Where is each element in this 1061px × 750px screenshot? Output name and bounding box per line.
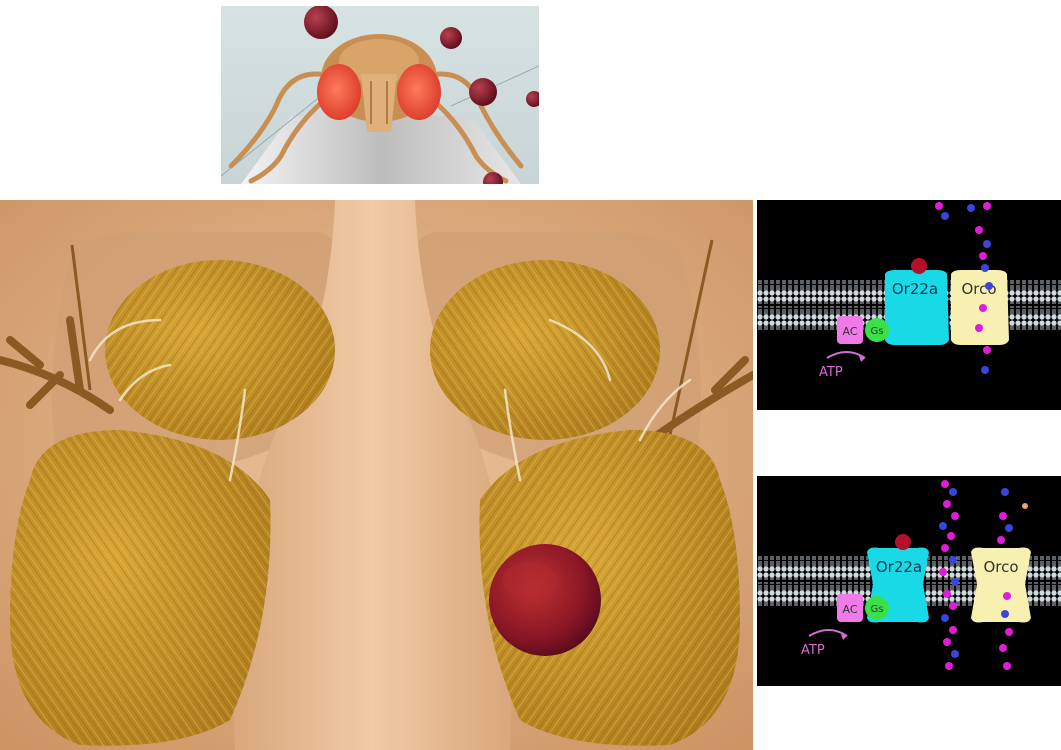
odorant-molecule <box>895 534 911 550</box>
antenna-closeup-svg <box>0 200 753 750</box>
atp-arrow <box>827 352 865 358</box>
membrane-panel-bottom-svg: Or22a Orco AC Gs ATP <box>757 476 1061 686</box>
odorant-molecule <box>911 258 927 274</box>
membrane-panel-bottom: Or22a Orco AC Gs ATP <box>757 476 1061 686</box>
fly-eye-right <box>397 64 441 120</box>
atp-arrow <box>809 630 847 636</box>
antenna-closeup <box>0 200 753 750</box>
odorant-droplet <box>440 27 462 49</box>
ac-label: AC <box>842 325 857 338</box>
membrane-panel-top: Or22a Orco AC Gs ATP <box>757 200 1061 410</box>
orco-label: Orco <box>983 558 1018 576</box>
odorant-droplet-large <box>489 544 601 656</box>
membrane-panel-top-svg: Or22a Orco AC Gs ATP <box>757 200 1061 410</box>
gs-label: Gs <box>871 326 884 337</box>
gs-label: Gs <box>871 604 884 615</box>
atp-label: ATP <box>801 643 825 658</box>
fly-eye-left <box>317 64 361 120</box>
fly-illustration-svg <box>221 6 539 184</box>
odorant-droplet <box>304 6 338 39</box>
or22a-label: Or22a <box>876 558 922 576</box>
fly-illustration <box>221 6 539 184</box>
atp-label: ATP <box>819 365 843 380</box>
odorant-droplet <box>469 78 497 106</box>
or22a-label: Or22a <box>892 280 938 298</box>
ac-label: AC <box>842 603 857 616</box>
